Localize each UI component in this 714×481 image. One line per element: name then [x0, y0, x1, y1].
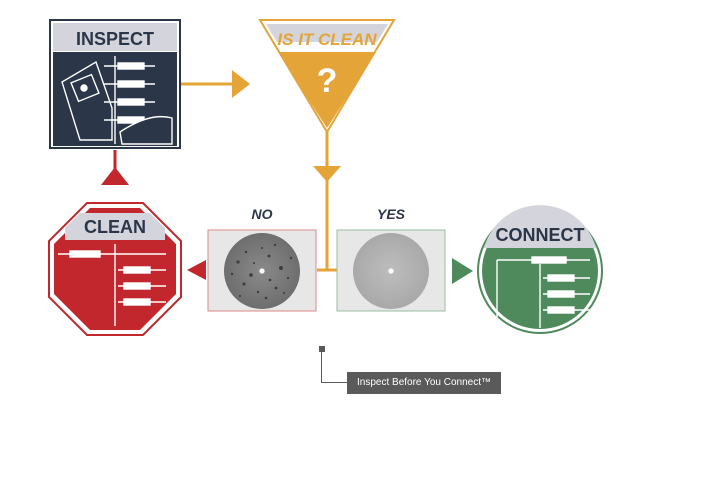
- no-label: NO: [252, 206, 273, 222]
- fiber-scope-icon: [61, 56, 173, 145]
- tooltip-anchor[interactable]: [319, 346, 325, 352]
- tooltip-leader-vertical: [321, 350, 322, 382]
- decision-down-arrow: [313, 166, 341, 182]
- to-connect-arrow: [452, 258, 473, 284]
- dirty-fiber-end-face: [207, 229, 317, 312]
- inspect-to-decision-arrow: [232, 70, 250, 98]
- clean-label: CLEAN: [84, 217, 146, 237]
- clean-octagon: CLEAN: [48, 202, 182, 336]
- flow-arrows: [101, 70, 473, 284]
- yes-label: YES: [377, 206, 406, 222]
- connect-circle: CONNECT: [477, 205, 603, 334]
- question-mark-icon: ?: [317, 62, 338, 100]
- fiber-connectors-icon: [496, 256, 590, 328]
- clean-fiber-end-face: [336, 229, 446, 312]
- inspect-label: INSPECT: [76, 29, 154, 49]
- tooltip-leader-horizontal: [321, 382, 348, 383]
- clean-to-inspect-arrow: [101, 167, 129, 185]
- decision-label: IS IT CLEAN: [277, 30, 377, 49]
- tooltip: Inspect Before You Connect™: [347, 372, 501, 394]
- to-clean-arrow: [187, 260, 206, 280]
- fiber-connectors-icon: [58, 244, 166, 326]
- inspect-box: INSPECT: [49, 19, 181, 149]
- decision-triangle: IS IT CLEAN ?: [258, 19, 396, 134]
- connect-label: CONNECT: [496, 225, 585, 245]
